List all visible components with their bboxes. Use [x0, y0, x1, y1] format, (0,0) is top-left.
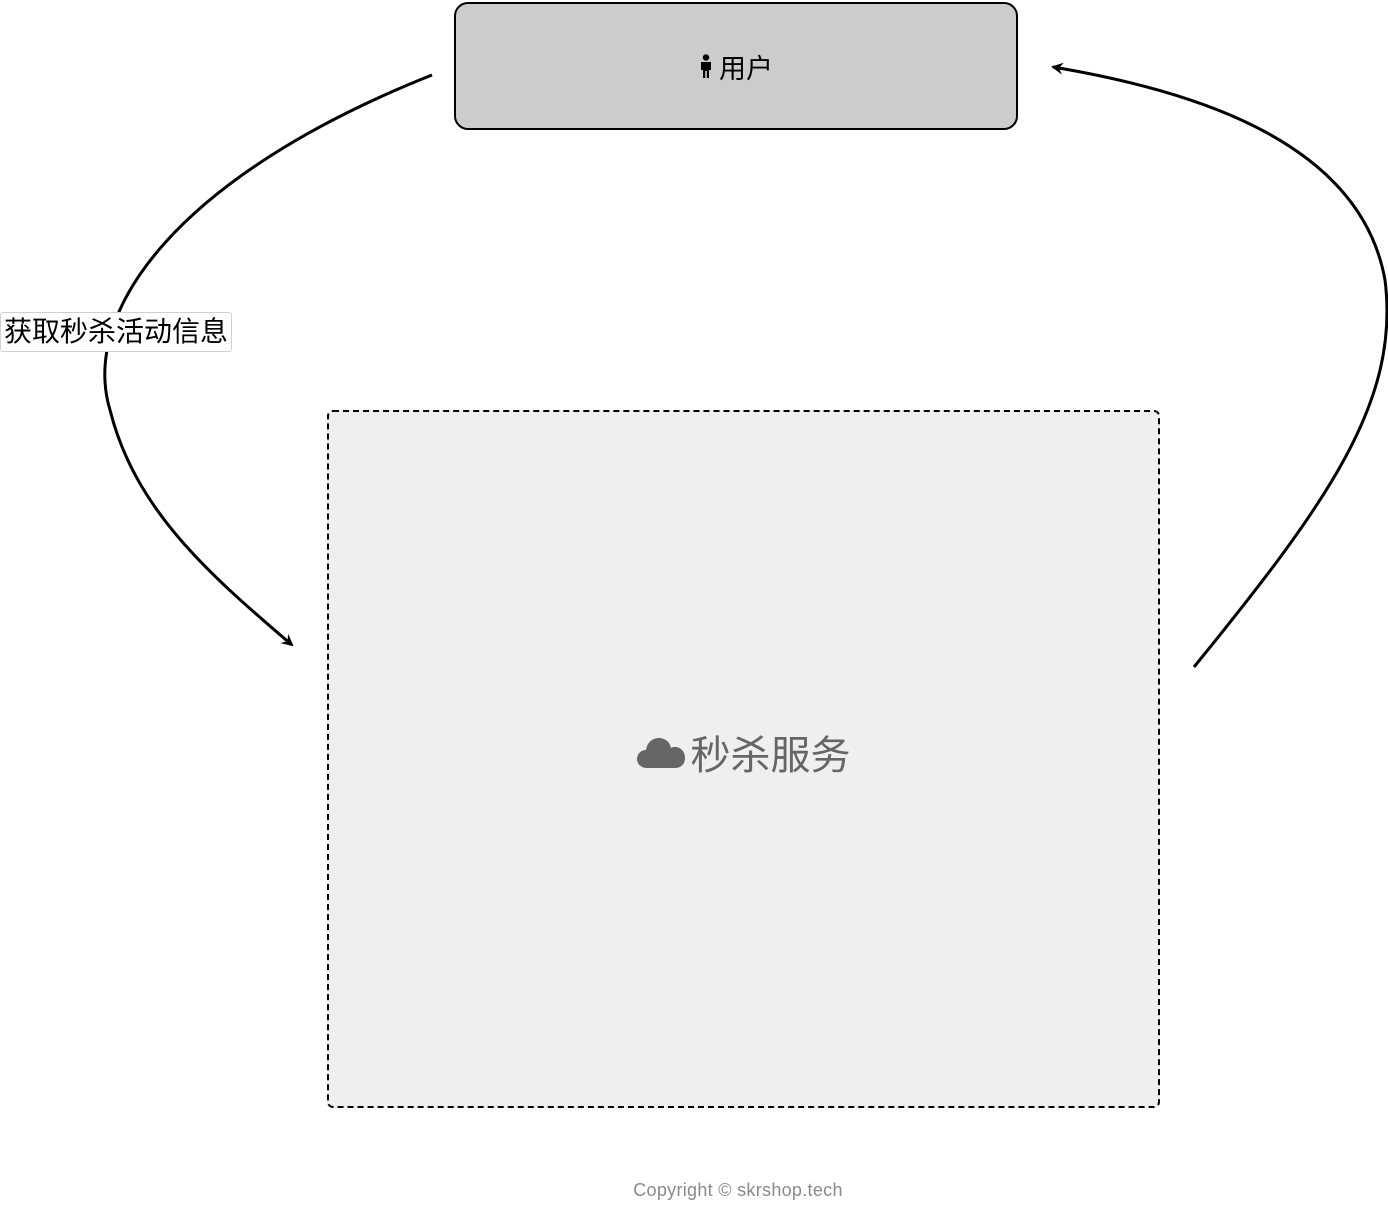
cloud-icon	[636, 738, 685, 768]
edge-service-to-user	[1051, 62, 1388, 668]
edge-user-to-service	[103, 73, 433, 647]
user-node: 用户	[454, 2, 1018, 130]
person-icon	[701, 54, 711, 78]
edge-label-fetch-info: 获取秒杀活动信息	[0, 312, 233, 352]
service-node-label-group: 秒杀服务	[636, 723, 851, 781]
copyright-footer: Copyright © skrshop.tech	[633, 1180, 843, 1200]
user-node-label: 用户	[719, 53, 773, 85]
service-node: 秒杀服务	[327, 410, 1160, 1108]
user-node-label-group: 用户	[699, 47, 773, 86]
service-node-label: 秒杀服务	[690, 733, 851, 779]
